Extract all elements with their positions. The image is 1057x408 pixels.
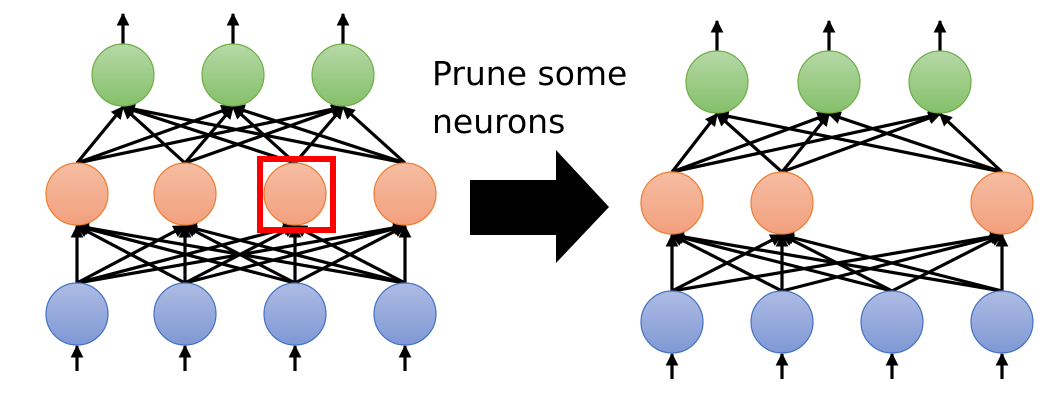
pruned-neuron-highlight (257, 156, 336, 233)
input-neuron (373, 282, 437, 346)
input-neuron (750, 290, 814, 354)
input-neuron (263, 282, 327, 346)
connection-arrow (827, 111, 1003, 174)
connection-arrow (183, 222, 406, 285)
input-neuron (860, 290, 924, 354)
output-neuron (201, 43, 265, 107)
hidden-neuron (153, 162, 217, 226)
output-neuron (685, 50, 749, 114)
output-neuron (908, 50, 972, 114)
connection-arrow (121, 102, 406, 165)
input-neuron (640, 290, 704, 354)
input-neuron (45, 282, 109, 346)
connection-arrow (121, 104, 296, 165)
input-neuron (153, 282, 217, 346)
hidden-neuron (640, 171, 704, 235)
input-neuron (970, 290, 1034, 354)
caption-line-2: neurons (432, 102, 566, 141)
connection-arrow (780, 112, 831, 174)
connection-arrow (231, 104, 406, 165)
connection-arrow (670, 233, 783, 293)
output-neuron (797, 50, 861, 114)
transform-arrow-icon (470, 150, 609, 263)
hidden-neuron (373, 162, 437, 226)
connection-arrow (715, 110, 1003, 174)
original-network (45, 12, 437, 371)
connection-arrow (670, 231, 893, 293)
connection-arrow (75, 221, 406, 285)
connection-arrow (938, 112, 1004, 174)
connection-arrow (670, 230, 1003, 293)
connection-arrow (121, 105, 187, 165)
hidden-neuron (750, 171, 814, 235)
caption-line-1: Prune some (432, 54, 628, 93)
connection-arrow (780, 231, 1003, 293)
connection-arrow (670, 112, 719, 173)
connection-arrow (75, 222, 296, 285)
output-neuron (91, 43, 155, 107)
pruned-network (640, 19, 1034, 379)
connection-arrow (715, 112, 784, 174)
output-neuron (311, 43, 375, 107)
hidden-neuron (45, 162, 109, 226)
connection-arrow (891, 233, 1004, 293)
connection-arrow (75, 105, 125, 165)
hidden-neuron (263, 162, 327, 226)
connection-arrow (341, 105, 407, 165)
caption: Prune some neurons (432, 50, 627, 146)
connection-arrow (293, 224, 406, 285)
connection-arrow (75, 224, 186, 285)
hidden-neuron (970, 171, 1034, 235)
